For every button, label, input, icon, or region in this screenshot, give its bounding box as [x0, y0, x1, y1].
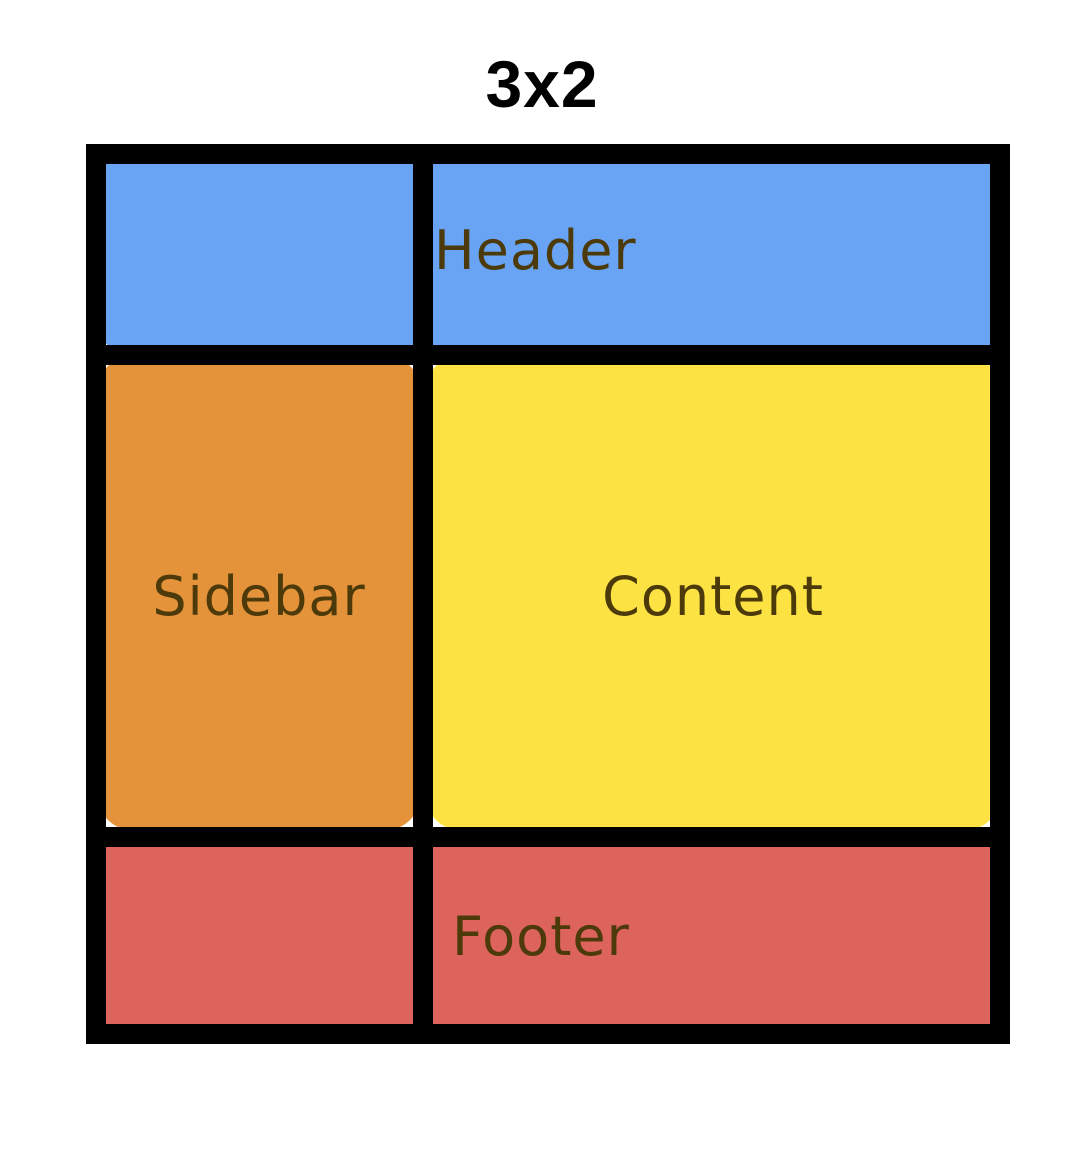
footer-area [98, 836, 1000, 1032]
grid-border-top [86, 144, 1010, 164]
grid-border-right [990, 144, 1010, 1044]
sidebar-label: Sidebar [152, 565, 366, 628]
content-area [426, 356, 1000, 830]
grid-border-left [86, 144, 106, 1044]
grid-column-line [413, 144, 433, 1044]
sidebar-area [98, 356, 420, 830]
footer-label: Footer [452, 905, 630, 968]
grid-row-line-1 [86, 345, 1010, 365]
content-label: Content [602, 565, 824, 628]
grid-row-line-2 [86, 827, 1010, 847]
diagram-title: 3x2 [485, 47, 599, 121]
header-area [98, 156, 1000, 352]
header-label: Header [434, 219, 637, 282]
grid-border-bottom [86, 1024, 1010, 1044]
